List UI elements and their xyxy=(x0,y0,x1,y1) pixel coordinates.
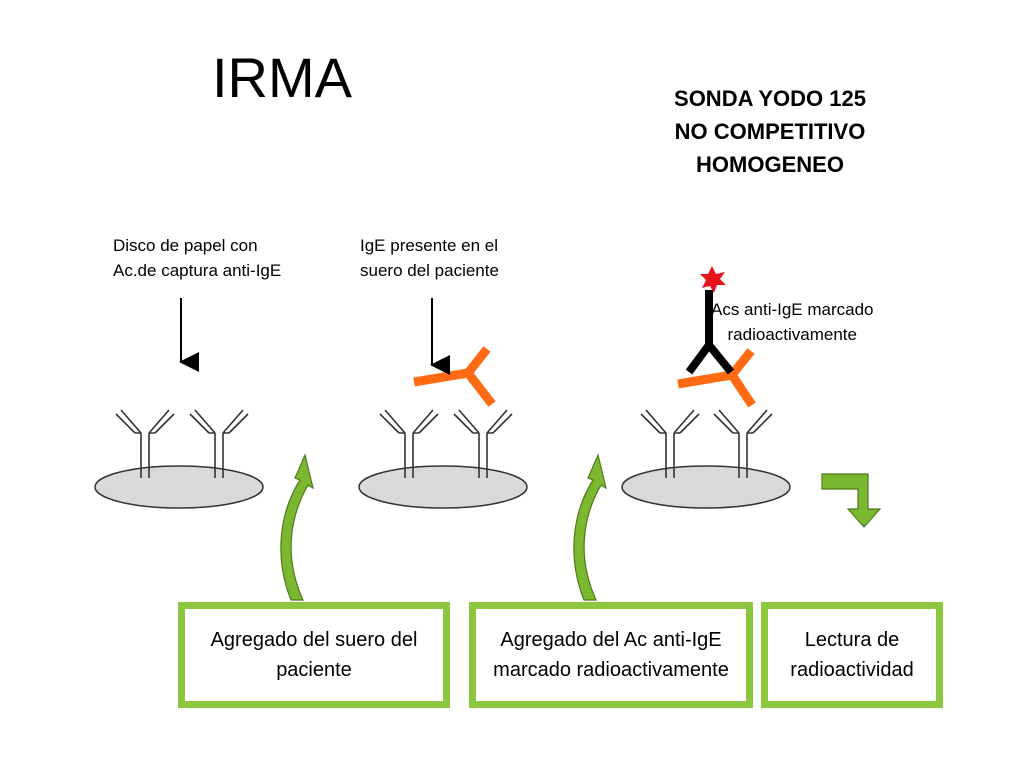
radioactive-label-icon xyxy=(700,266,726,293)
paper-disk-2 xyxy=(358,465,528,509)
subtitle-line-1: SONDA YODO 125 xyxy=(674,86,866,111)
paper-disk-3 xyxy=(621,465,791,509)
label-acs-line-2: radioactivamente xyxy=(727,325,857,344)
labeled-anti-ige-antibody xyxy=(685,290,735,375)
stage-2-ige-bound xyxy=(358,298,528,509)
step3-line-2: radioactividad xyxy=(790,659,914,681)
stage-1-capture-disk xyxy=(94,298,264,509)
method-subtitle: SONDA YODO 125 NO COMPETITIVO HOMOGENEO xyxy=(640,82,900,181)
step2-line-1: Agregado del Ac anti-IgE xyxy=(500,629,722,651)
label-disk-line-1: Disco de papel con xyxy=(113,236,258,255)
page-title: IRMA xyxy=(212,46,352,109)
curved-arrow-icon-2 xyxy=(573,453,607,601)
bent-arrow-icon xyxy=(821,473,882,528)
label-capture-disk: Disco de papel con Ac.de captura anti-Ig… xyxy=(113,233,281,283)
step1-line-1: Agregado del suero del xyxy=(210,629,418,651)
step-box-add-serum: Agregado del suero del paciente xyxy=(178,602,450,708)
step2-line-2: marcado radioactivamente xyxy=(493,659,729,681)
curved-arrow-icon-1 xyxy=(280,453,314,601)
label-ige-line-1: IgE presente en el xyxy=(360,236,498,255)
step1-line-2: paciente xyxy=(276,659,352,681)
ige-molecule-3 xyxy=(677,348,756,408)
label-disk-line-2: Ac.de captura anti-IgE xyxy=(113,261,282,280)
step-box-add-labeled-antibody: Agregado del Ac anti-IgE marcado radioac… xyxy=(469,602,753,708)
step3-line-1: Lectura de xyxy=(804,629,900,651)
ige-molecule xyxy=(413,346,496,407)
label-ige-line-2: suero del paciente xyxy=(360,261,499,280)
subtitle-line-3: HOMOGENEO xyxy=(696,152,844,177)
subtitle-line-2: NO COMPETITIVO xyxy=(674,119,866,144)
label-labeled-antibody: Acs anti-IgE marcado radioactivamente xyxy=(711,297,874,347)
paper-disk-1 xyxy=(94,465,264,509)
stage-3-labeled-antibody xyxy=(621,266,791,509)
label-patient-ige: IgE presente en el suero del paciente xyxy=(360,233,499,283)
step-box-read-radioactivity: Lectura de radioactividad xyxy=(761,602,943,708)
label-acs-line-1: Acs anti-IgE marcado xyxy=(711,300,874,319)
